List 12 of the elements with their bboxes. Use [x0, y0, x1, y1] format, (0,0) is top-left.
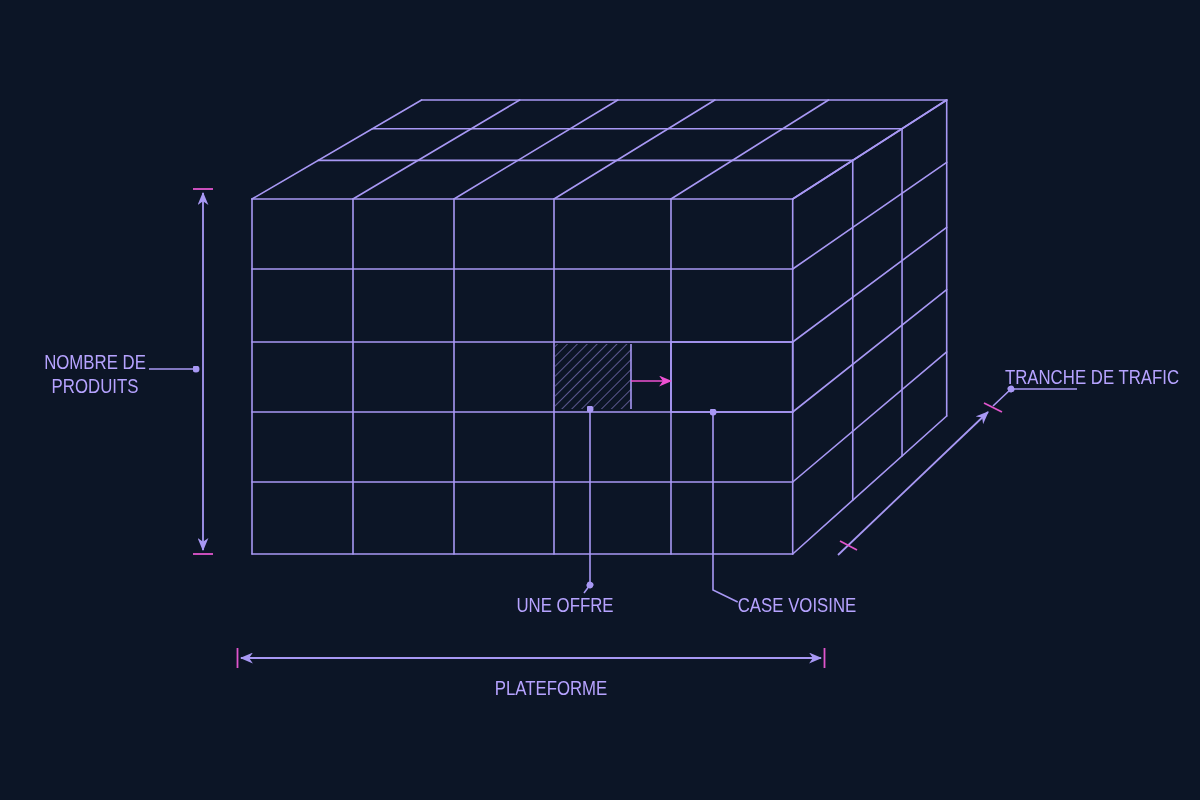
dimension-label: PLATEFORME — [494, 676, 608, 700]
dimension-label: TRANCHE DE TRAFIC — [1004, 365, 1180, 389]
dimension-label: NOMBRE DE PRODUITS — [41, 350, 149, 398]
hatched-cell — [555, 343, 632, 410]
arrow — [630, 375, 673, 387]
grid-cell — [670, 341, 794, 413]
leader-line — [148, 365, 200, 373]
callout-label: UNE OFFRE — [516, 593, 614, 617]
callout-label: CASE VOISINE — [737, 593, 857, 617]
leader-line — [709, 408, 739, 603]
leader-line — [583, 406, 594, 594]
leader-line — [992, 385, 1078, 407]
